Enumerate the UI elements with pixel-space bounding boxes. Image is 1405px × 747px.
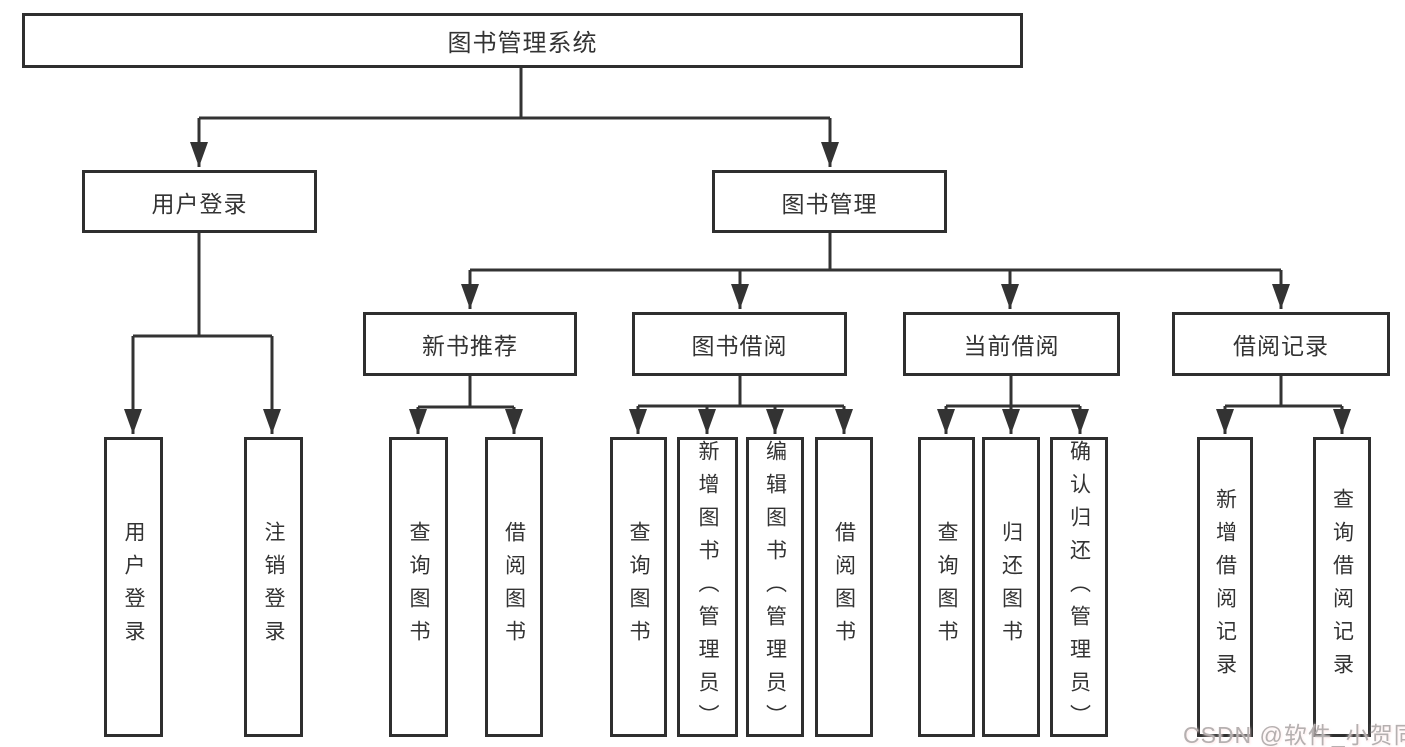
connector-current-borrow-branch — [937, 376, 1089, 434]
leaf-query-borrow-record: 查询借阅记录 — [1313, 437, 1371, 737]
node-label: 图书管理系统 — [447, 30, 598, 57]
leaf-borrow-book: 借阅图书 — [815, 437, 873, 737]
connector-borrow-record-branch — [1216, 376, 1351, 434]
leaf-borrow-book-recommend: 借阅图书 — [485, 437, 543, 737]
node-label: 新增图书（管理员） — [696, 440, 719, 737]
node-label: 新书推荐 — [422, 333, 518, 359]
node-current-borrow: 当前借阅 — [903, 312, 1120, 376]
node-label: 图书管理 — [781, 190, 878, 217]
leaf-query-book-borrow: 查询图书 — [610, 437, 667, 737]
leaf-confirm-return-admin: 确认归还（管理员） — [1050, 437, 1108, 737]
node-label: 查询图书 — [627, 521, 650, 653]
node-label: 图书借阅 — [691, 333, 788, 359]
node-borrow-record: 借阅记录 — [1172, 312, 1390, 376]
leaf-query-book-current: 查询图书 — [918, 437, 975, 737]
leaf-add-book-admin: 新增图书（管理员） — [677, 437, 738, 737]
leaf-return-book: 归还图书 — [982, 437, 1040, 737]
node-label: 用户登录 — [151, 190, 248, 217]
node-label: 借阅图书 — [832, 521, 856, 653]
connector-book-mgmt-branch — [461, 233, 1290, 309]
connector-new-book-branch — [409, 376, 523, 434]
leaf-user-login: 用户登录 — [104, 437, 163, 737]
connector-root-to-level2 — [190, 68, 839, 167]
node-label: 用户登录 — [122, 521, 145, 653]
node-book-borrow: 图书借阅 — [632, 312, 847, 376]
connector-user-login-branch — [124, 233, 281, 434]
node-label: 新增借阅记录 — [1213, 488, 1237, 686]
node-new-book-recommend: 新书推荐 — [363, 312, 577, 376]
csdn-watermark: CSDN @软件_小贺同学 — [1183, 722, 1405, 747]
node-label: 查询图书 — [935, 521, 958, 653]
node-label: 注销登录 — [262, 521, 285, 653]
node-label: 借阅记录 — [1233, 333, 1329, 359]
leaf-add-borrow-record: 新增借阅记录 — [1197, 437, 1253, 737]
leaf-edit-book-admin: 编辑图书（管理员） — [746, 437, 804, 737]
node-library-management-system: 图书管理系统 — [22, 13, 1023, 68]
node-label: 查询图书 — [407, 521, 430, 653]
node-book-management: 图书管理 — [712, 170, 947, 233]
node-label: 查询借阅记录 — [1330, 488, 1354, 686]
node-label: 归还图书 — [999, 521, 1023, 653]
connector-book-borrow-branch — [629, 376, 853, 434]
node-label: 借阅图书 — [502, 521, 526, 653]
node-label: 当前借阅 — [963, 333, 1060, 359]
leaf-logout: 注销登录 — [244, 437, 303, 737]
leaf-query-book-recommend: 查询图书 — [389, 437, 448, 737]
node-label: 确认归还（管理员） — [1067, 440, 1091, 737]
node-user-login: 用户登录 — [82, 170, 317, 233]
node-label: 编辑图书（管理员） — [763, 440, 787, 737]
